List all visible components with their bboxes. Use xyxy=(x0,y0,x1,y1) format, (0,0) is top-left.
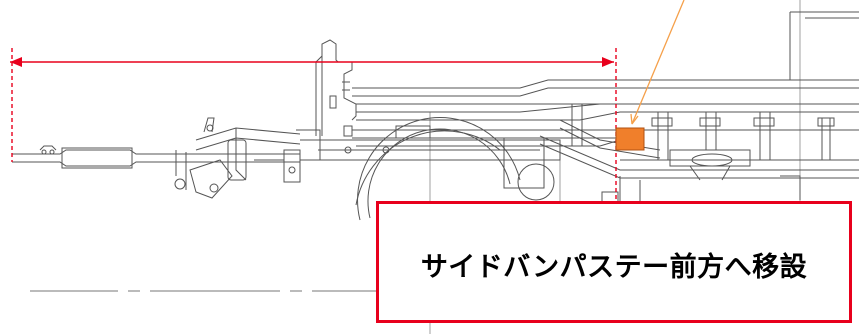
drawbar xyxy=(12,117,321,199)
callout-label: サイドバンパステー前方へ移設 xyxy=(420,251,808,283)
body-frame xyxy=(300,11,859,205)
callout-box: サイドバンパステー前方へ移設 xyxy=(376,201,852,323)
dimension-arrow xyxy=(10,48,617,200)
rear-wheel xyxy=(355,117,521,221)
leader-line xyxy=(630,0,685,125)
side-bumper-stay xyxy=(615,127,645,151)
